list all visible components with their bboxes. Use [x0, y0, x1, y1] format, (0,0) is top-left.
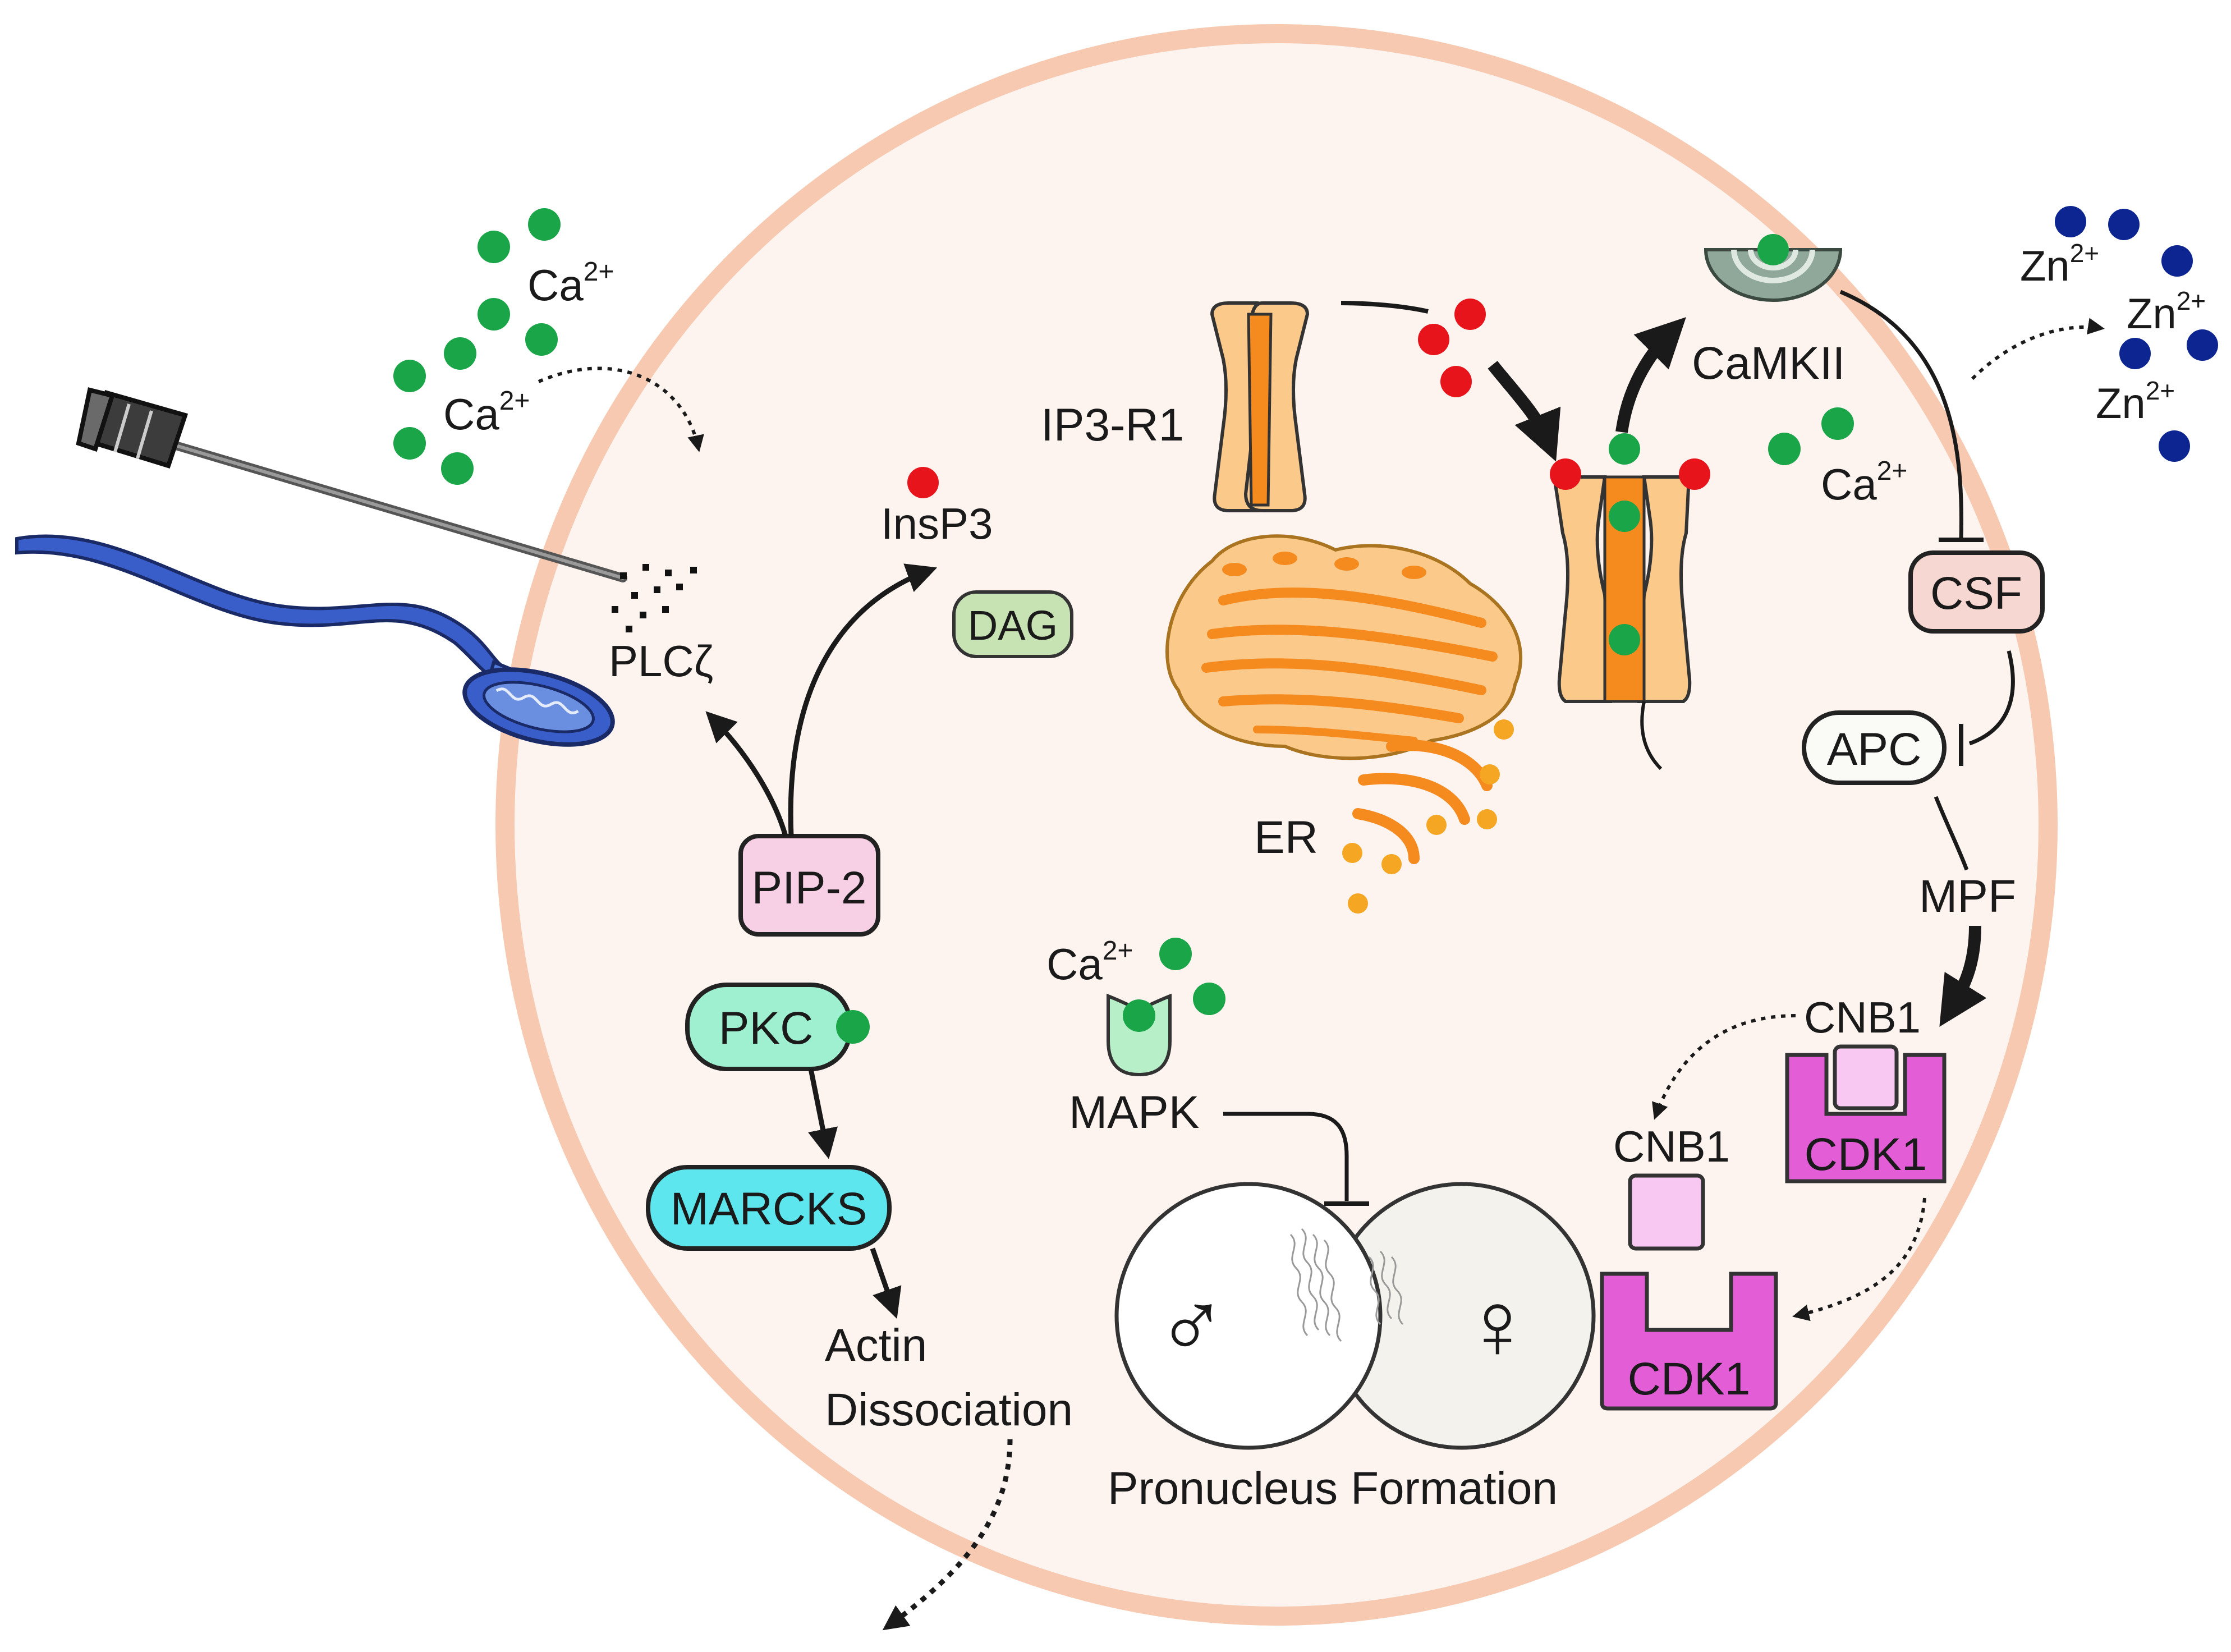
- calcium-label-2: Ca2+: [443, 386, 530, 439]
- apc-to-mpf-line: [1934, 796, 1969, 871]
- csf-label: CSF: [1930, 568, 2022, 619]
- plc-zeta-particles: [612, 564, 697, 632]
- cdk1-label-free: CDK1: [1628, 1353, 1751, 1405]
- mapk-calcium-dot: [1123, 999, 1155, 1032]
- zinc-label-2: Zn2+: [2127, 286, 2206, 338]
- pronuclei-icon: [1114, 1182, 1596, 1450]
- dag-label: DAG: [968, 602, 1058, 649]
- female-symbol: ♀: [1462, 1272, 1534, 1379]
- calcium-label-3: Ca2+: [1821, 456, 1907, 509]
- zinc-spark-arrow: [1971, 318, 2105, 380]
- cnb1-release-arrow: [1652, 1014, 1796, 1120]
- er-vesicles: [1342, 719, 1514, 914]
- csf-box: [1908, 550, 2045, 634]
- ip3r1-open-channel-icon: [1550, 433, 1710, 703]
- er-membrane-curve: [1640, 701, 1663, 770]
- cytosolic-calcium-dots: [1768, 407, 1854, 465]
- dag-box: [952, 590, 1073, 658]
- pip2-label: PIP-2: [751, 862, 866, 914]
- calcium-influx-arrow: [538, 366, 704, 452]
- actin-label: Actin: [825, 1320, 927, 1371]
- calcium-near-mapk: [1159, 938, 1225, 1015]
- insp3-binding-dots: [1418, 299, 1486, 397]
- extracellular-calcium-dots: [393, 208, 561, 485]
- ip3r1-label: IP3-R1: [1041, 400, 1184, 451]
- pkc-label: PKC: [719, 1003, 814, 1054]
- zinc-dots: [2055, 206, 2218, 462]
- insp3-label: InsP3: [881, 499, 993, 548]
- marcks-box: [646, 1165, 892, 1251]
- calcium-to-camkii-arrow: [1615, 317, 1686, 433]
- pronucleus-formation-label: Pronucleus Formation: [1108, 1463, 1558, 1514]
- actin-exocytosis-arrow: [882, 1439, 1013, 1631]
- plc-zeta-label: PLCζ: [609, 636, 713, 686]
- mapk-inhibits-pronucleus: [1223, 1112, 1349, 1201]
- cnb1-label-complex: CNB1: [1804, 993, 1921, 1042]
- apc-box: [1802, 710, 1947, 785]
- insp3-dot: [907, 467, 939, 498]
- zinc-label-3: Zn2+: [2096, 376, 2175, 428]
- mpf-label: MPF: [1919, 871, 2016, 922]
- marcks-to-actin-arrow: [870, 1247, 902, 1319]
- pip2-box: [738, 834, 880, 937]
- dissociation-label: Dissociation: [825, 1384, 1073, 1435]
- cnb1-label-free: CNB1: [1613, 1122, 1730, 1171]
- mapk-label: MAPK: [1069, 1087, 1199, 1138]
- marcks-label: MARCKS: [671, 1183, 867, 1235]
- sperm-icon: [15, 534, 615, 747]
- mpf-to-cdk1-arrow: [1939, 925, 1987, 1027]
- micropipette-icon: [76, 387, 627, 582]
- pip2-to-plc-arrow: [705, 711, 788, 837]
- camkii-label: CaMKII: [1692, 338, 1845, 389]
- male-symbol: ♂: [1156, 1272, 1228, 1379]
- calcium-label-1: Ca2+: [527, 257, 614, 310]
- camkii-inhibits-csf: [1839, 290, 1963, 539]
- cdk1-cnb1-complex-icon: [1785, 1044, 1947, 1183]
- pip2-to-insp3-arrow: [788, 563, 938, 837]
- insp3-to-receptor-arrow: [1488, 361, 1561, 462]
- cnb1-free-icon: [1628, 1173, 1705, 1251]
- apc-label: APC: [1827, 724, 1922, 775]
- ip3r1-closed-channel-icon: [1210, 301, 1310, 512]
- pkc-calcium-dot: [836, 1010, 870, 1044]
- csf-inhibits-apc: [1968, 650, 2015, 746]
- calcium-label-4: Ca2+: [1046, 936, 1133, 989]
- endoplasmic-reticulum-icon: [1165, 534, 1522, 864]
- cdk1-release-arrow: [1792, 1197, 1926, 1321]
- ip3r1-membrane-line: [1341, 301, 1429, 314]
- pkc-to-marcks-arrow: [808, 1068, 838, 1159]
- camkii-icon: [1704, 234, 1843, 302]
- cdk1-free-icon: [1600, 1272, 1778, 1411]
- er-label: ER: [1254, 812, 1318, 863]
- zinc-label-1: Zn2+: [2020, 238, 2099, 290]
- cdk1-label-complex: CDK1: [1805, 1129, 1927, 1180]
